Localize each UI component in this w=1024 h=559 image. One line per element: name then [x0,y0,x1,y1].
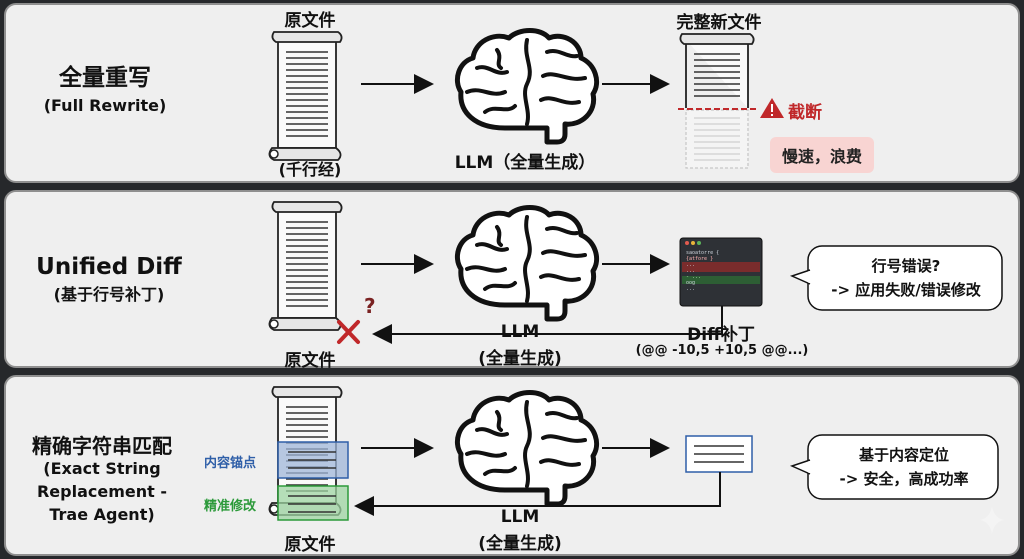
anchor-label: 内容锚点 [204,452,256,471]
row1-llm-label: LLM（全量生成） [440,148,610,173]
row2-llm-sublabel: (全量生成) [470,344,570,369]
row1-title: 全量重写 [20,64,190,92]
row3-subtitle-3: Trae Agent) [14,504,190,526]
edit-label: 精准修改 [204,495,256,514]
row3-bubble-text: 基于内容定位 -> 安全，高成功率 [810,443,998,491]
row2-diff-format: (@@ -10,5 +10,5 @@...) [622,343,822,358]
row2-bubble-line2: -> 应用失败/错误修改 [810,278,1002,302]
cross-icon [339,322,358,342]
row2-diff-label: Diff补丁 [676,320,766,345]
row2-title: Unified Diff [14,253,204,281]
row2-source-label: 原文件 [265,346,355,371]
code-editor-text: saoatorre { {atfore } ... ... - ... oog … [686,250,758,292]
row3-llm-label: LLM [470,507,570,527]
code-line: ... [686,286,758,292]
row1-status-badge: 慢速，浪费 [770,137,874,173]
row3-source-label: 原文件 [265,530,355,555]
row3-title: 精确字符串匹配 [14,430,190,459]
row2-question-mark: ? [364,294,376,318]
edit-highlight [278,486,348,520]
brain-icon [457,208,596,320]
row3-bubble-line1: 基于内容定位 [810,443,998,467]
row1-source-caption: (千行经) [265,156,355,180]
row1-truncate-label: 截断 [788,98,822,123]
row1-subtitle: (Full Rewrite) [20,95,190,117]
row3-subtitle-2: Replacement - [14,481,190,503]
output-scroll-icon [680,34,753,168]
warning-icon [760,98,784,118]
row2-subtitle: (基于行号补丁) [14,284,204,306]
row3-llm-sublabel: (全量生成) [470,529,570,554]
scroll-icon [269,202,341,330]
edit-card-icon [686,436,752,472]
row2-llm-label: LLM [470,322,570,342]
row1-source-label: 原文件 [265,6,355,31]
sparkle-icon [980,506,1004,534]
row3-bubble-line2: -> 安全，高成功率 [810,467,998,491]
brain-icon [457,393,596,505]
row2-bubble-text: 行号错误? -> 应用失败/错误修改 [810,254,1002,302]
row2-bubble-line1: 行号错误? [810,254,1002,278]
scroll-icon [269,32,341,160]
row3-subtitle-1: (Exact String [14,458,190,480]
brain-icon [457,31,596,143]
row1-output-label: 完整新文件 [664,8,774,33]
